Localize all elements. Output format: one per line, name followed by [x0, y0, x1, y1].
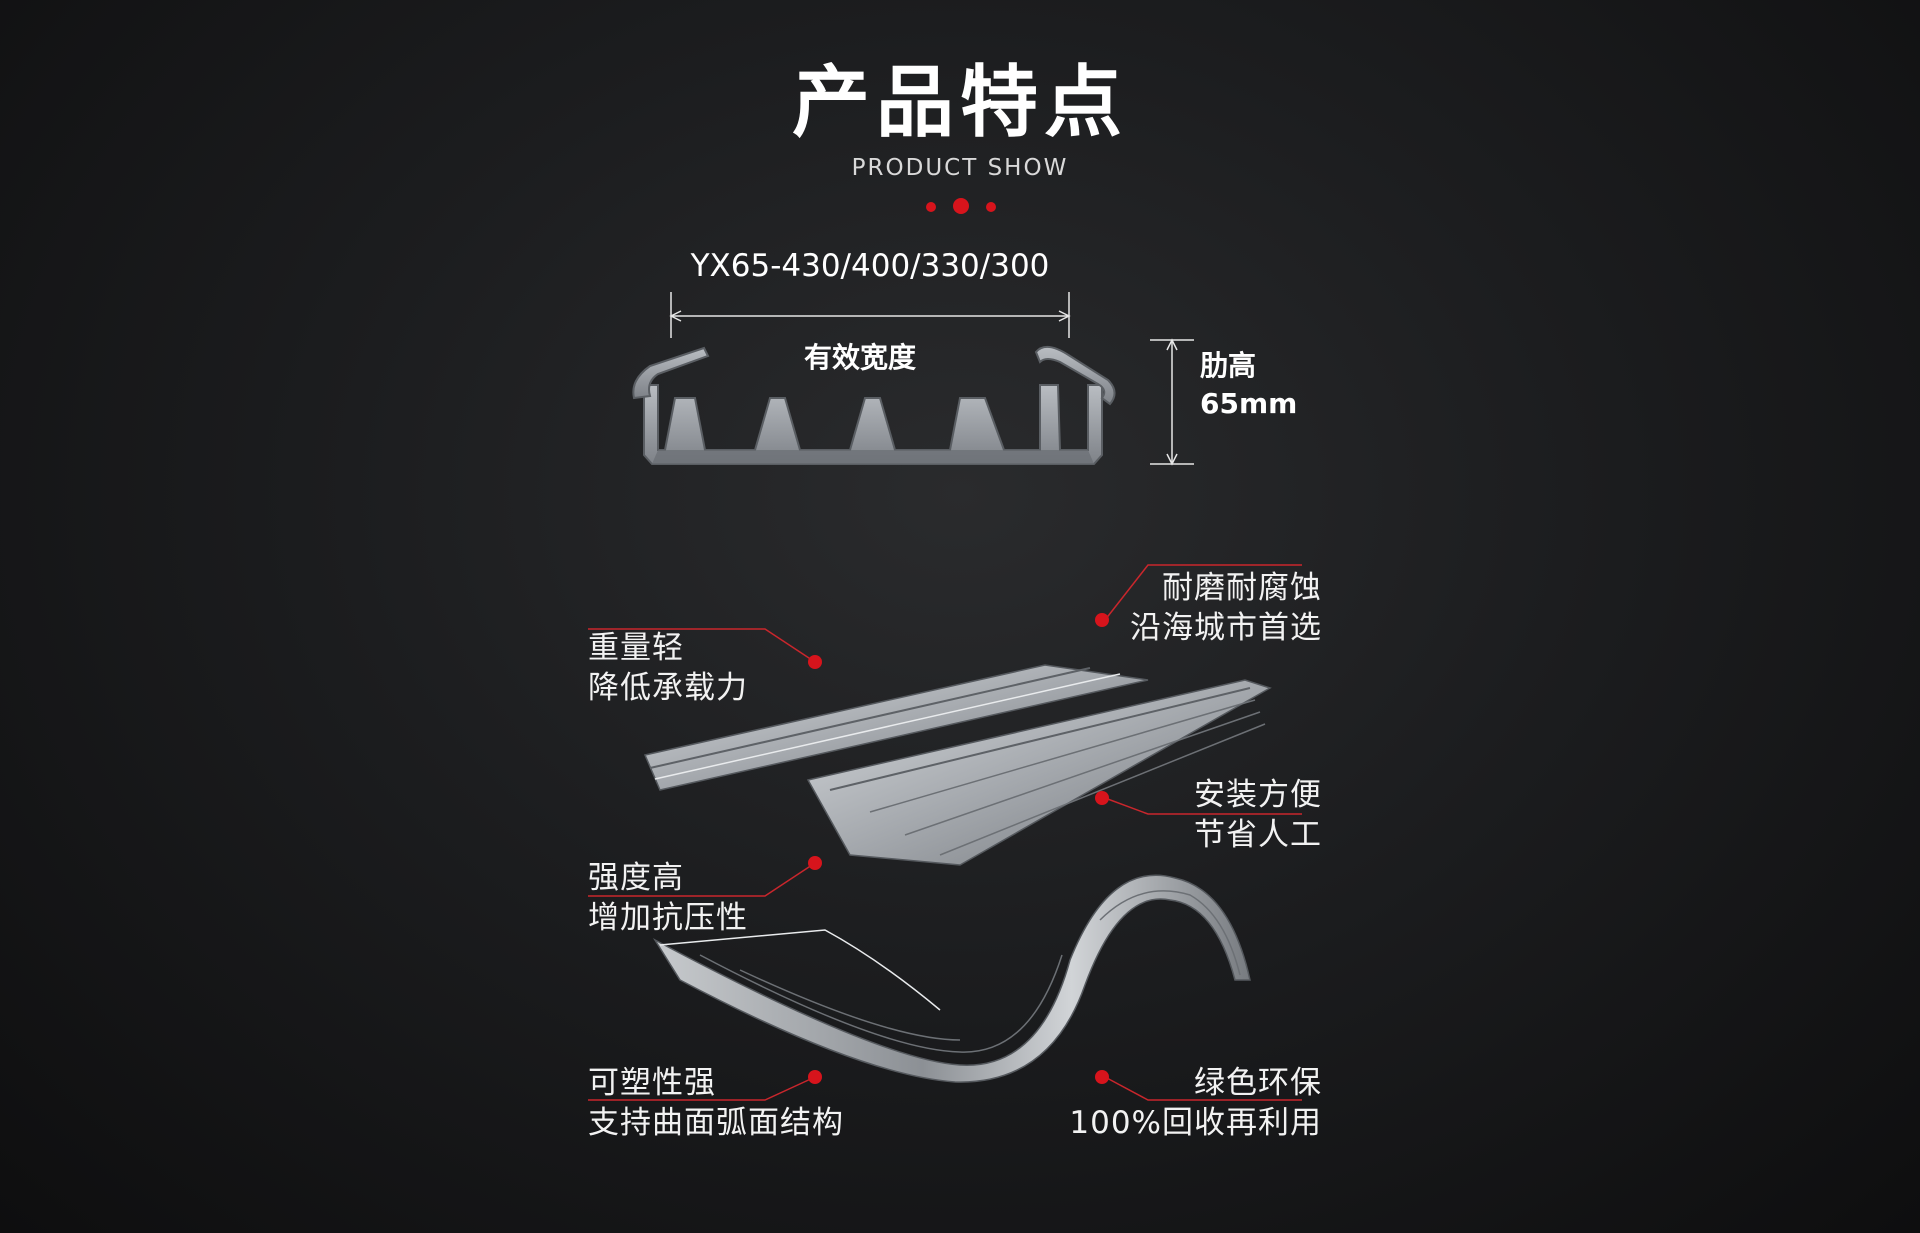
dot-center [953, 198, 969, 214]
feature-line1: 绿色环保 [1194, 1065, 1322, 1101]
feature-line1: 安装方便 [1194, 777, 1322, 813]
callout-leaders [588, 564, 1302, 1101]
feature-line1: 重量轻 [588, 630, 684, 666]
feature-lightweight: 重量轻 降低承载力 [588, 628, 748, 708]
feature-line2: 节省人工 [1194, 817, 1322, 853]
model-number: YX65-430/400/330/300 [690, 248, 1050, 284]
feature-line2: 100%回收再利用 [1069, 1105, 1322, 1141]
width-dimension [669, 292, 1071, 338]
feature-corrosion-resistant: 耐磨耐腐蚀 沿海城市首选 [1050, 568, 1322, 648]
rib-height-value: 65mm [1200, 387, 1298, 420]
page-subtitle: PRODUCT SHOW [851, 155, 1069, 181]
flat-sheets [643, 664, 1272, 866]
feature-line1: 耐磨耐腐蚀 [1162, 570, 1322, 606]
dot-left [926, 202, 936, 212]
profile-cross-section [632, 345, 1116, 465]
curved-sheet [652, 874, 1251, 1083]
feature-easy-install: 安装方便 节省人工 [1050, 775, 1322, 855]
dot-right [986, 202, 996, 212]
rib-height-label: 肋高 [1200, 349, 1257, 382]
decorative-dots [926, 198, 996, 216]
feature-line2: 沿海城市首选 [1130, 610, 1322, 646]
feature-line1: 强度高 [588, 860, 684, 896]
rib-height: 肋高 65mm [1200, 347, 1297, 423]
feature-line1: 可塑性强 [588, 1065, 716, 1101]
callout-dots [808, 613, 1109, 1084]
feature-high-strength: 强度高 增加抗压性 [588, 858, 748, 938]
feature-line2: 增加抗压性 [588, 900, 748, 936]
rib-dimension [1150, 338, 1194, 466]
feature-malleable: 可塑性强 支持曲面弧面结构 [588, 1063, 844, 1143]
feature-eco-friendly: 绿色环保 100%回收再利用 [1000, 1063, 1322, 1143]
page-title: 产品特点 [791, 57, 1128, 148]
feature-line2: 支持曲面弧面结构 [588, 1105, 844, 1141]
feature-line2: 降低承载力 [588, 670, 748, 706]
effective-width-label: 有效宽度 [803, 341, 916, 374]
